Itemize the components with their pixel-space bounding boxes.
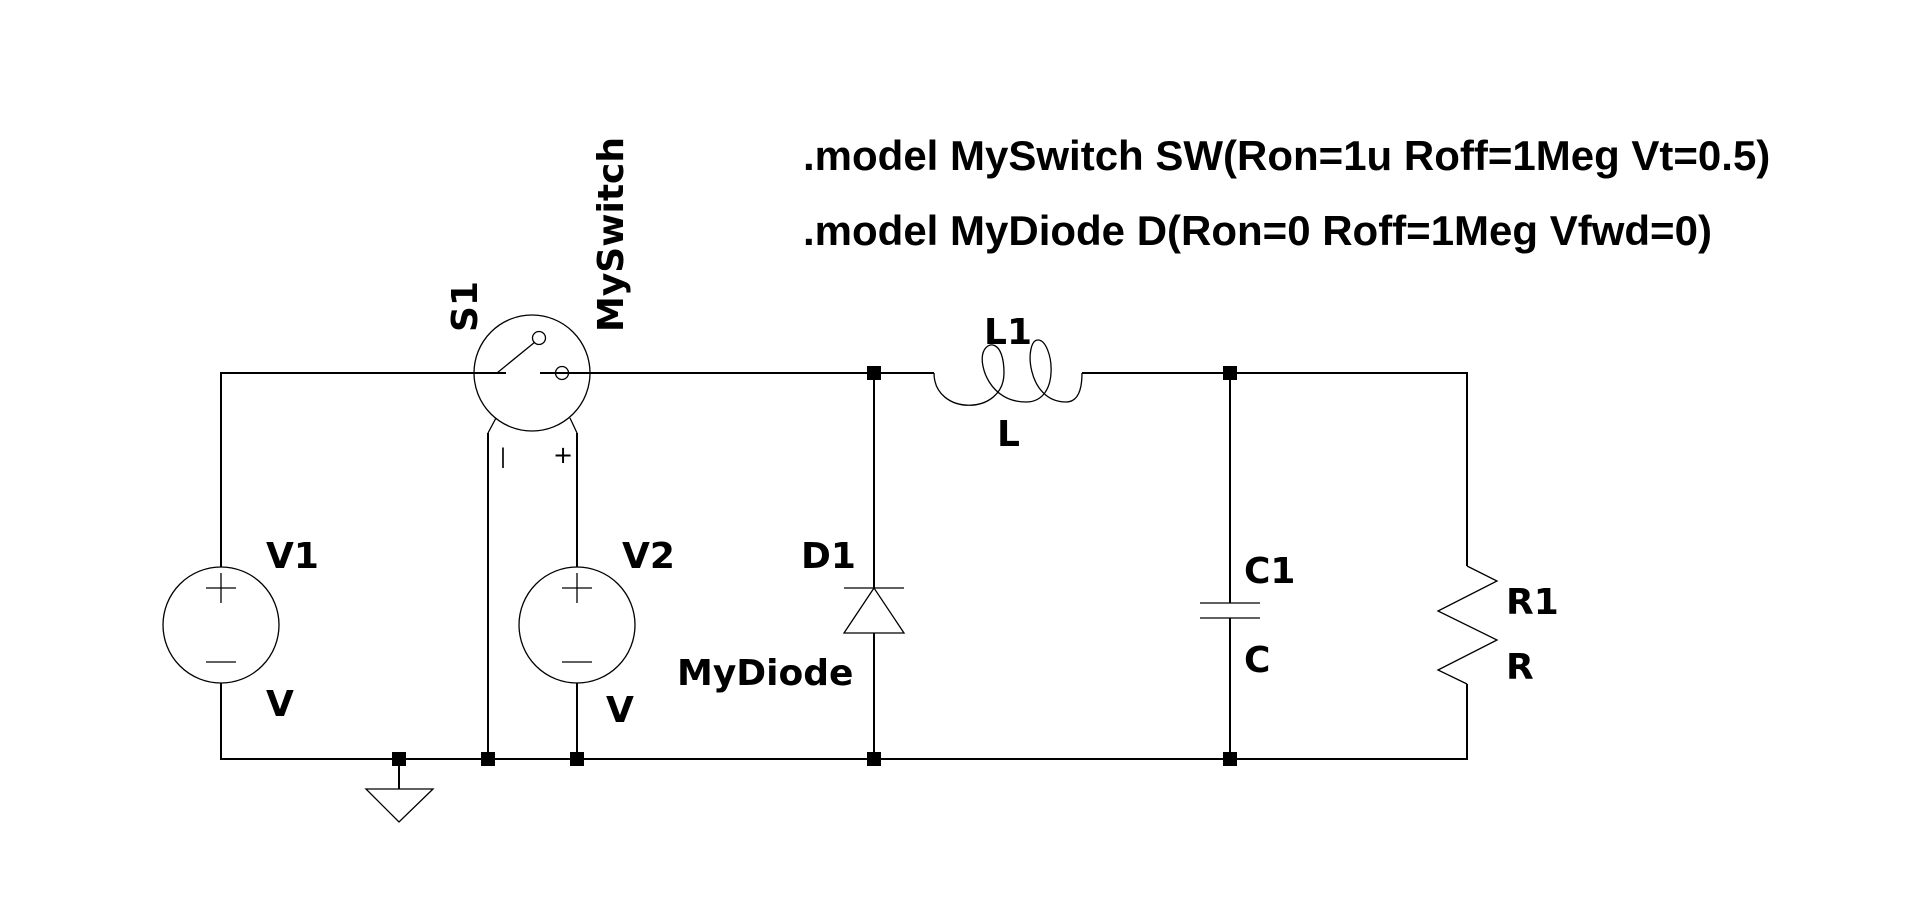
junctions xyxy=(392,366,1237,766)
voltage-source-v2[interactable]: V2 V xyxy=(518,536,675,731)
junction-dot xyxy=(1223,366,1237,380)
v2-value-label[interactable]: V xyxy=(606,690,634,731)
v1-value-label[interactable]: V xyxy=(266,684,294,725)
junction-dot xyxy=(481,752,495,766)
junction-dot xyxy=(392,752,406,766)
inductor-l1[interactable]: L1 L xyxy=(933,312,1083,455)
switch-ctrl-plus-lead xyxy=(569,417,578,434)
switch-ctrl-minus-mark: | xyxy=(500,444,507,468)
junction-dot xyxy=(867,366,881,380)
inductor-ref-label[interactable]: L1 xyxy=(984,312,1032,353)
junction-dot xyxy=(867,752,881,766)
switch-contact-icon xyxy=(531,330,547,346)
diode-ref-label[interactable]: D1 xyxy=(801,536,856,577)
inductor-coil-icon xyxy=(933,339,1083,406)
switch-ctrl-plus-mark: + xyxy=(553,441,573,469)
diode-model-directive[interactable]: .model MyDiode D(Ron=0 Roff=1Meg Vfwd=0) xyxy=(803,207,1712,254)
switch-ctrl-minus-lead xyxy=(487,417,497,434)
v2-ref-label[interactable]: V2 xyxy=(622,536,675,577)
resistor-zigzag-icon xyxy=(1436,565,1499,685)
junction-dot xyxy=(1223,752,1237,766)
resistor-value-label[interactable]: R xyxy=(1506,647,1534,688)
ground-symbol[interactable] xyxy=(364,788,435,823)
resistor-ref-label[interactable]: R1 xyxy=(1506,582,1559,623)
capacitor-c1[interactable]: C1 C xyxy=(1200,551,1295,681)
diode-triangle-icon xyxy=(842,586,906,634)
switch-model-label[interactable]: MySwitch xyxy=(591,137,632,332)
inductor-value-label[interactable]: L xyxy=(997,414,1020,455)
diode-model-label[interactable]: MyDiode xyxy=(677,653,853,694)
diode-d1[interactable]: D1 MyDiode xyxy=(677,536,906,694)
capacitor-ref-label[interactable]: C1 xyxy=(1244,551,1295,592)
voltage-source-icon xyxy=(518,566,636,684)
voltage-source-v1[interactable]: V1 V xyxy=(162,536,319,725)
switch-blade-icon xyxy=(496,341,536,374)
ground-icon xyxy=(364,788,435,823)
switch-s1[interactable]: | + S1 MySwitch xyxy=(445,137,632,469)
wire-ground-rail[interactable] xyxy=(220,683,1468,760)
voltage-source-icon xyxy=(162,566,280,684)
capacitor-value-label[interactable]: C xyxy=(1244,640,1270,681)
junction-dot xyxy=(570,752,584,766)
v1-ref-label[interactable]: V1 xyxy=(266,536,319,577)
wire-v1-to-switch[interactable] xyxy=(220,372,506,567)
switch-ref-label[interactable]: S1 xyxy=(445,281,486,332)
resistor-r1[interactable]: R1 R xyxy=(1436,565,1559,688)
switch-model-directive[interactable]: .model MySwitch SW(Ron=1u Roff=1Meg Vt=0… xyxy=(803,132,1770,179)
wire-inductor-to-load[interactable] xyxy=(1082,372,1468,566)
